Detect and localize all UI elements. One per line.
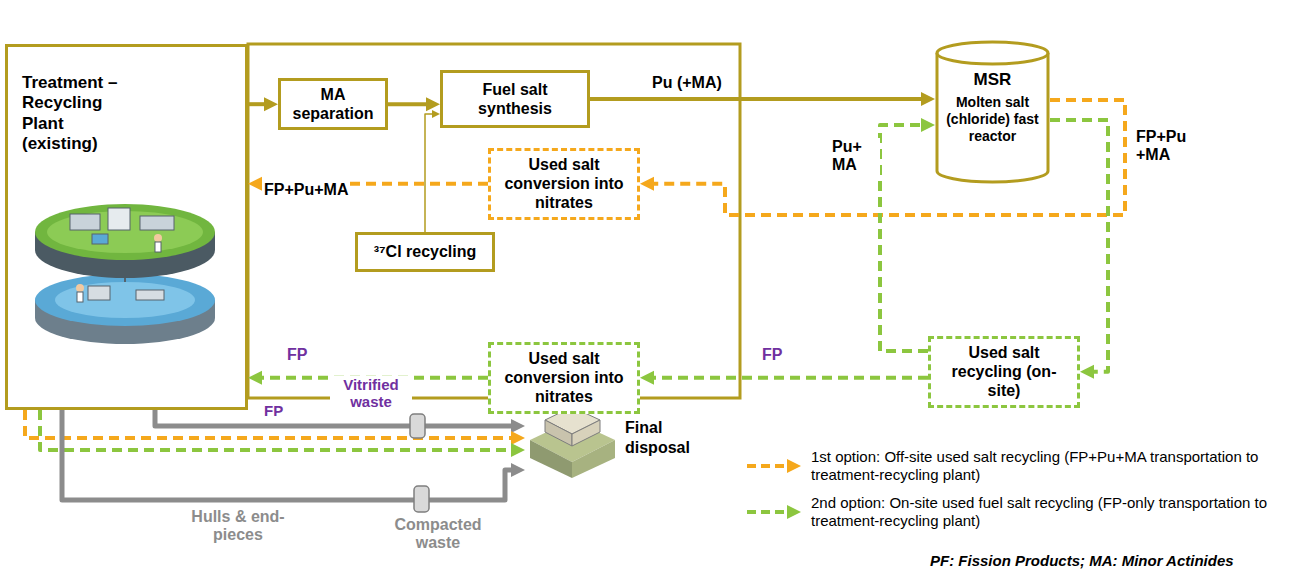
vitrified-canister	[410, 414, 425, 438]
arrow-head	[248, 371, 262, 385]
flow-label: FP+Pu+MA	[262, 181, 350, 199]
arrow-head	[511, 419, 525, 433]
arrow-head	[264, 97, 278, 111]
flow-connector	[425, 110, 440, 232]
arrow-head	[921, 118, 935, 132]
flow-connector	[62, 410, 525, 500]
node-title: MA separation	[287, 85, 379, 123]
connector-line	[62, 410, 512, 500]
recycling-box: Used salt recycling (on-site)	[928, 336, 1080, 408]
node-title: Treatment – Recycling Plant (existing)	[22, 73, 142, 155]
connector-line	[248, 102, 265, 106]
flow-label: Pu (+MA)	[650, 74, 724, 92]
connector-line	[880, 125, 928, 351]
waste-label: Hulls & end-pieces	[180, 508, 296, 545]
node-title: Used salt recycling (on-site)	[937, 343, 1071, 401]
arrow-head	[426, 97, 440, 111]
arrow-head	[248, 177, 262, 191]
arrow-head	[640, 177, 654, 191]
legend-text: 2nd option: On-site used fuel salt recyc…	[811, 494, 1291, 530]
legend-row: 1st option: Off-site used salt recycling…	[745, 448, 1291, 484]
connector-line	[1050, 120, 1108, 372]
arrow-head	[432, 110, 440, 118]
reactor-vessel: MSR Molten salt (chloride) fast reactor	[935, 40, 1050, 185]
node-title: Used salt conversion into nitrates	[497, 155, 631, 213]
abbreviation-note: PF: Fission Products; MA: Minor Actinide…	[928, 552, 1236, 569]
legend-sample	[745, 502, 803, 522]
legend-row: 2nd option: On-site used fuel salt recyc…	[745, 494, 1291, 530]
flow-label: FP+Pu +MA	[1134, 128, 1200, 165]
flow-label: FP	[262, 402, 285, 419]
flow-label: FP	[285, 346, 309, 364]
flow-label: Pu+ MA	[830, 138, 880, 175]
connector-line	[388, 102, 427, 106]
disposal-node: Final disposal	[525, 395, 725, 480]
arrow-head	[640, 371, 654, 385]
process-box: Fuel salt synthesis	[440, 70, 590, 128]
arrow-head	[1080, 365, 1094, 379]
connector-line	[653, 376, 928, 380]
connector-line	[425, 114, 433, 232]
arrow-head	[511, 463, 525, 477]
flow-connector	[388, 97, 440, 111]
flow-connector	[640, 100, 1125, 215]
waste-label: Compacted waste	[372, 516, 504, 553]
flow-label: FP	[760, 346, 784, 364]
conversion-box: Used salt conversion into nitrates	[488, 342, 640, 414]
waste-label: Vitrified waste	[330, 376, 412, 411]
process-box: MA separation	[278, 78, 388, 130]
arrow-head	[511, 431, 525, 445]
connector-line	[590, 97, 922, 101]
flow-connector	[155, 410, 525, 433]
conversion-box: Used salt conversion into nitrates	[488, 148, 640, 220]
plant-illustration	[35, 204, 215, 344]
node-title: Final disposal	[625, 418, 715, 456]
node-title: MSR	[974, 70, 1012, 90]
node-title: Used salt conversion into nitrates	[497, 349, 631, 407]
connector-line	[155, 410, 512, 426]
arrow-head	[511, 443, 525, 457]
flow-connector	[248, 97, 278, 111]
node-title: Fuel salt synthesis	[449, 80, 581, 118]
flow-connector	[590, 92, 935, 106]
node-body: Molten salt (chloride) fast reactor	[943, 94, 1043, 144]
plant-box: Treatment – Recycling Plant (existing)	[5, 44, 248, 410]
connector-line	[653, 100, 1125, 215]
legend-sample	[745, 456, 803, 476]
legend-text: 1st option: Off-site used salt recycling…	[811, 448, 1291, 484]
compacted-canister	[414, 486, 429, 512]
flow-connector	[640, 371, 928, 385]
process-box: ³⁷Cl recycling	[355, 232, 495, 272]
flow-connector	[880, 118, 935, 351]
arrow-head	[921, 92, 935, 106]
node-title: ³⁷Cl recycling	[374, 242, 477, 261]
